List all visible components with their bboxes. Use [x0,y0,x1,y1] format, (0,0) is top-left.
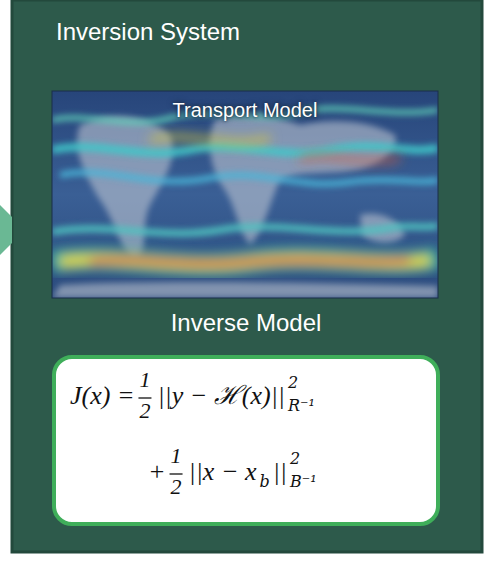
equation-term: 2 [139,400,150,422]
equation-term: 1 [171,445,182,467]
system-panel [12,0,482,552]
equation-term: 1 [139,369,150,391]
equation-term: J(x) = [70,383,134,409]
panel-title: Inversion System [56,18,240,46]
equation-term: 2 [290,451,300,467]
equation-term: ||y − ℋ(x)|| [157,383,285,409]
equation-term: R⁻¹ [288,398,315,414]
equation-term: ||x − x [189,459,257,485]
inverse-model-box: Inverse ModelJ(x) =12||y − ℋ(x)||2R⁻¹+12… [52,355,440,526]
transport-map [52,91,438,298]
equation-term: B⁻¹ [290,474,317,490]
inversion-system-panel: Transport ModelInverse ModelJ(x) =12||y … [12,0,482,552]
image-label: Transport Model [52,99,438,122]
equation-term: b [259,474,269,490]
box-heading: Inverse Model [56,309,436,337]
equation-term: 2 [288,375,298,391]
map-frame [52,91,438,298]
input-chevron [0,205,12,255]
equation-term: || [273,459,287,485]
transport-model-image: Transport Model [52,91,438,298]
fraction-bar [138,397,151,398]
fraction-bar [170,473,183,474]
equation-term: 2 [171,476,182,498]
equation-term: + [148,459,166,485]
